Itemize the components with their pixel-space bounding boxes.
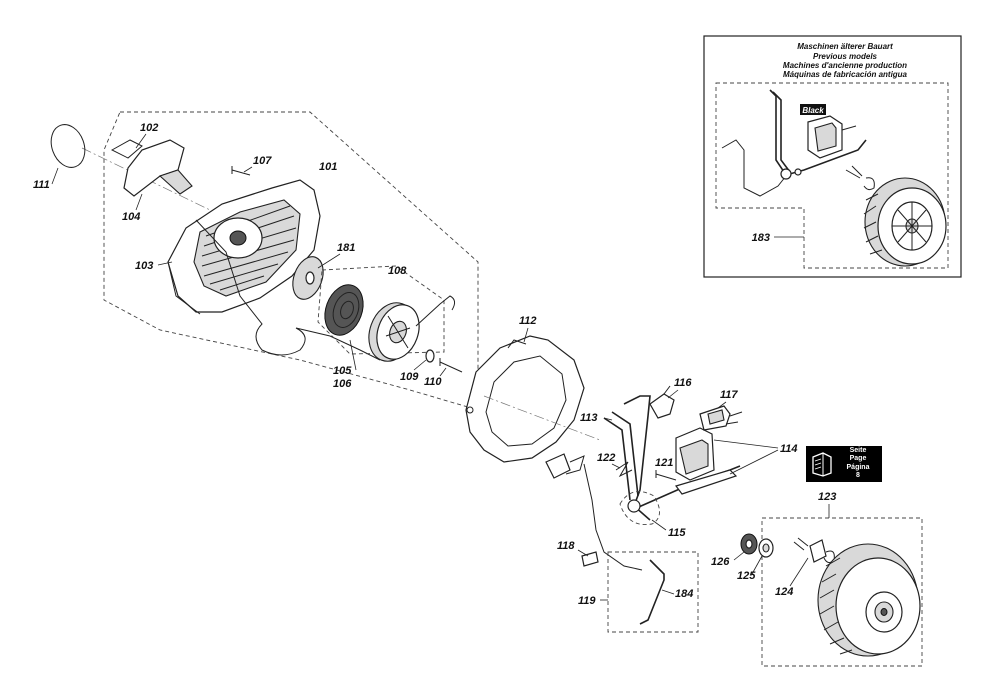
inset-title-fr: Machines d'ancienne production (783, 61, 907, 70)
starter-pawl (415, 295, 456, 327)
ignition-module-114 (675, 427, 738, 495)
washer-109 (425, 349, 435, 363)
shroud-112 (465, 335, 585, 463)
callout-118: 118 (557, 540, 575, 552)
callout-101: 101 (319, 161, 337, 173)
handle-insert-102 (110, 139, 143, 159)
callout-119: 119 (578, 595, 596, 607)
tube-113 (603, 417, 631, 501)
callout-107: 107 (253, 155, 272, 167)
inset-ignition-module (807, 115, 857, 159)
inset-title-es: Máquinas de fabricación antigua (783, 70, 908, 79)
screw-107 (231, 166, 251, 176)
washer-181 (292, 256, 324, 300)
oring-111 (50, 124, 86, 168)
flywheel-group (740, 517, 923, 667)
callout-125: 125 (737, 570, 756, 582)
starter-rope (195, 219, 381, 361)
callout-123: 123 (818, 491, 836, 503)
flywheel-group-outline (761, 517, 923, 667)
inset-screw (845, 165, 863, 179)
page-reference-text: Seite Page Página 8 (836, 447, 880, 481)
callout-184: 184 (675, 588, 693, 600)
manual-book-icon (812, 452, 832, 477)
screw-124 (793, 537, 809, 551)
spring-group-outline (317, 265, 445, 355)
callout-124: 124 (775, 586, 793, 598)
callout-115: 115 (668, 527, 686, 539)
clip-122 (615, 461, 633, 478)
callout-116: 116 (674, 377, 692, 389)
screw-110 (439, 358, 463, 373)
inset-previous-models: Maschinen älterer Bauart Previous models… (703, 35, 962, 278)
callout-112: 112 (519, 315, 537, 327)
grommet-118 (581, 551, 599, 567)
page-ref-number: 8 (856, 472, 860, 480)
contact-spring-outline (607, 551, 699, 633)
ignition-group (545, 385, 743, 633)
inset-wire (721, 139, 787, 197)
inset-title-de: Maschinen älterer Bauart (797, 42, 893, 51)
rewind-spring-105 (324, 284, 364, 336)
starter-group (50, 111, 479, 411)
starter-group-outline (103, 111, 479, 411)
callout-103: 103 (135, 260, 153, 272)
callout-121: 121 (655, 457, 673, 469)
callout-111: 111 (33, 179, 50, 191)
inset-group-outline (715, 82, 949, 269)
callout-114: 114 (780, 443, 798, 455)
callout-106: 106 (333, 378, 352, 390)
callout-181: 181 (337, 242, 355, 254)
page-ref-line-en: Page (849, 455, 867, 463)
callout-109: 109 (400, 371, 419, 383)
page-ref-line-de: Seite (849, 447, 867, 454)
callout-labels: 102 101 107 111 104 181 103 108 105 106 … (33, 122, 836, 607)
callout-104: 104 (122, 211, 140, 223)
callout-108: 108 (388, 265, 407, 277)
contact-spring-184 (639, 559, 665, 625)
black-tag-label: Black (802, 106, 824, 115)
callout-117: 117 (720, 389, 738, 401)
callout-122: 122 (597, 452, 615, 464)
callout-105: 105 (333, 365, 352, 377)
fan-housing-103 (167, 179, 321, 315)
short-circuit-wire (545, 453, 643, 571)
spark-plug-117 (699, 405, 743, 431)
callout-102: 102 (140, 122, 158, 134)
rope-rotor-108 (368, 302, 420, 362)
flywheel-123 (817, 543, 921, 657)
page-ref-line-es: Página (846, 463, 870, 471)
callout-113: 113 (580, 412, 598, 424)
screw-121 (655, 470, 677, 481)
spark-plug-boot-116 (649, 385, 675, 419)
page-reference-badge[interactable]: Seite Page Página 8 (806, 446, 882, 482)
callout-126: 126 (711, 556, 730, 568)
callout-183: 183 (752, 232, 770, 244)
black-tag (800, 104, 826, 115)
inset-title-en: Previous models (813, 52, 878, 61)
callout-110: 110 (424, 376, 442, 388)
inset-flywheel (863, 177, 947, 267)
